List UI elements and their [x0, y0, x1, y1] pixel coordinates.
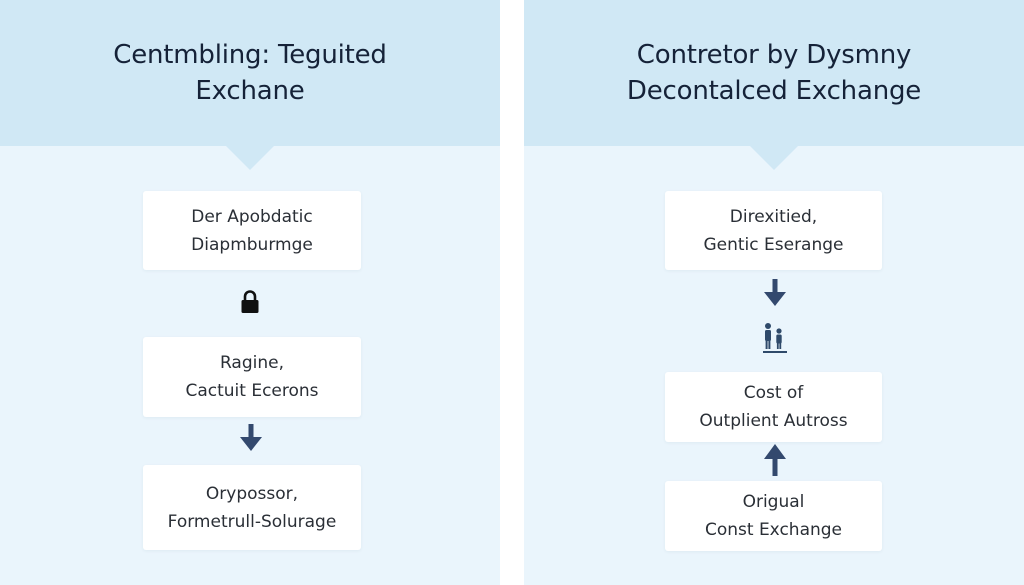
step-box-2-line-2: Cactuit Ecerons	[185, 381, 319, 401]
decentralized-exchange-panel: Contretor by Dysmny Decontalced Exchange…	[524, 0, 1024, 585]
step-box-3-line-2: Formetrull-Solurage	[167, 511, 337, 532]
step-box-1: Der Apobdatic Diapmburmge	[143, 191, 361, 270]
step-box-2: Cost of Outplient Autross	[665, 372, 882, 442]
panel-title-line-1: Centmbling: Teguited	[113, 40, 387, 70]
centralized-exchange-panel: Centmbling: Teguited Exchane Der Apobdat…	[0, 0, 500, 585]
step-box-2-line-1: Ragine,	[219, 353, 284, 373]
step-box-1-line-2: Diapmburmge	[191, 234, 313, 255]
arrow-down-icon	[764, 279, 786, 306]
step-box-1-line-1: Der Apobdatic	[191, 206, 313, 227]
panel-title-line-1: Contretor by Dysmny	[636, 40, 912, 70]
step-box-3: Origual Const Exchange	[665, 481, 882, 551]
step-box-1-line-2: Gentic Eserange	[703, 234, 844, 255]
step-box-1: Direxitied, Gentic Eserange	[665, 191, 882, 270]
step-box-3: Orypossor, Formetrull-Solurage	[143, 465, 361, 550]
step-box-3-line-1: Orypossor,	[205, 483, 299, 504]
step-box-3-line-2: Const Exchange	[704, 520, 843, 540]
panel-title: Contretor by Dysmny Decontalced Exchange	[524, 37, 1024, 109]
step-box-3-line-1: Origual	[742, 492, 805, 512]
step-box-1-line-1: Direxitied,	[729, 206, 818, 227]
panel-title: Centmbling: Teguited Exchane	[0, 37, 500, 109]
step-box-2-line-2: Outplient Autross	[699, 411, 848, 431]
panel-title-line-2: Exchane	[195, 76, 305, 106]
people-icon	[763, 323, 787, 353]
panel-title-line-2: Decontalced Exchange	[626, 76, 922, 106]
panel-header: Contretor by Dysmny Decontalced Exchange	[524, 0, 1024, 170]
step-box-2: Ragine, Cactuit Ecerons	[143, 337, 361, 417]
step-box-2-line-1: Cost of	[743, 383, 804, 403]
panel-header: Centmbling: Teguited Exchane	[0, 0, 500, 170]
lock-icon	[241, 290, 259, 313]
arrow-down-icon	[240, 424, 262, 451]
arrow-up-icon	[764, 444, 786, 476]
